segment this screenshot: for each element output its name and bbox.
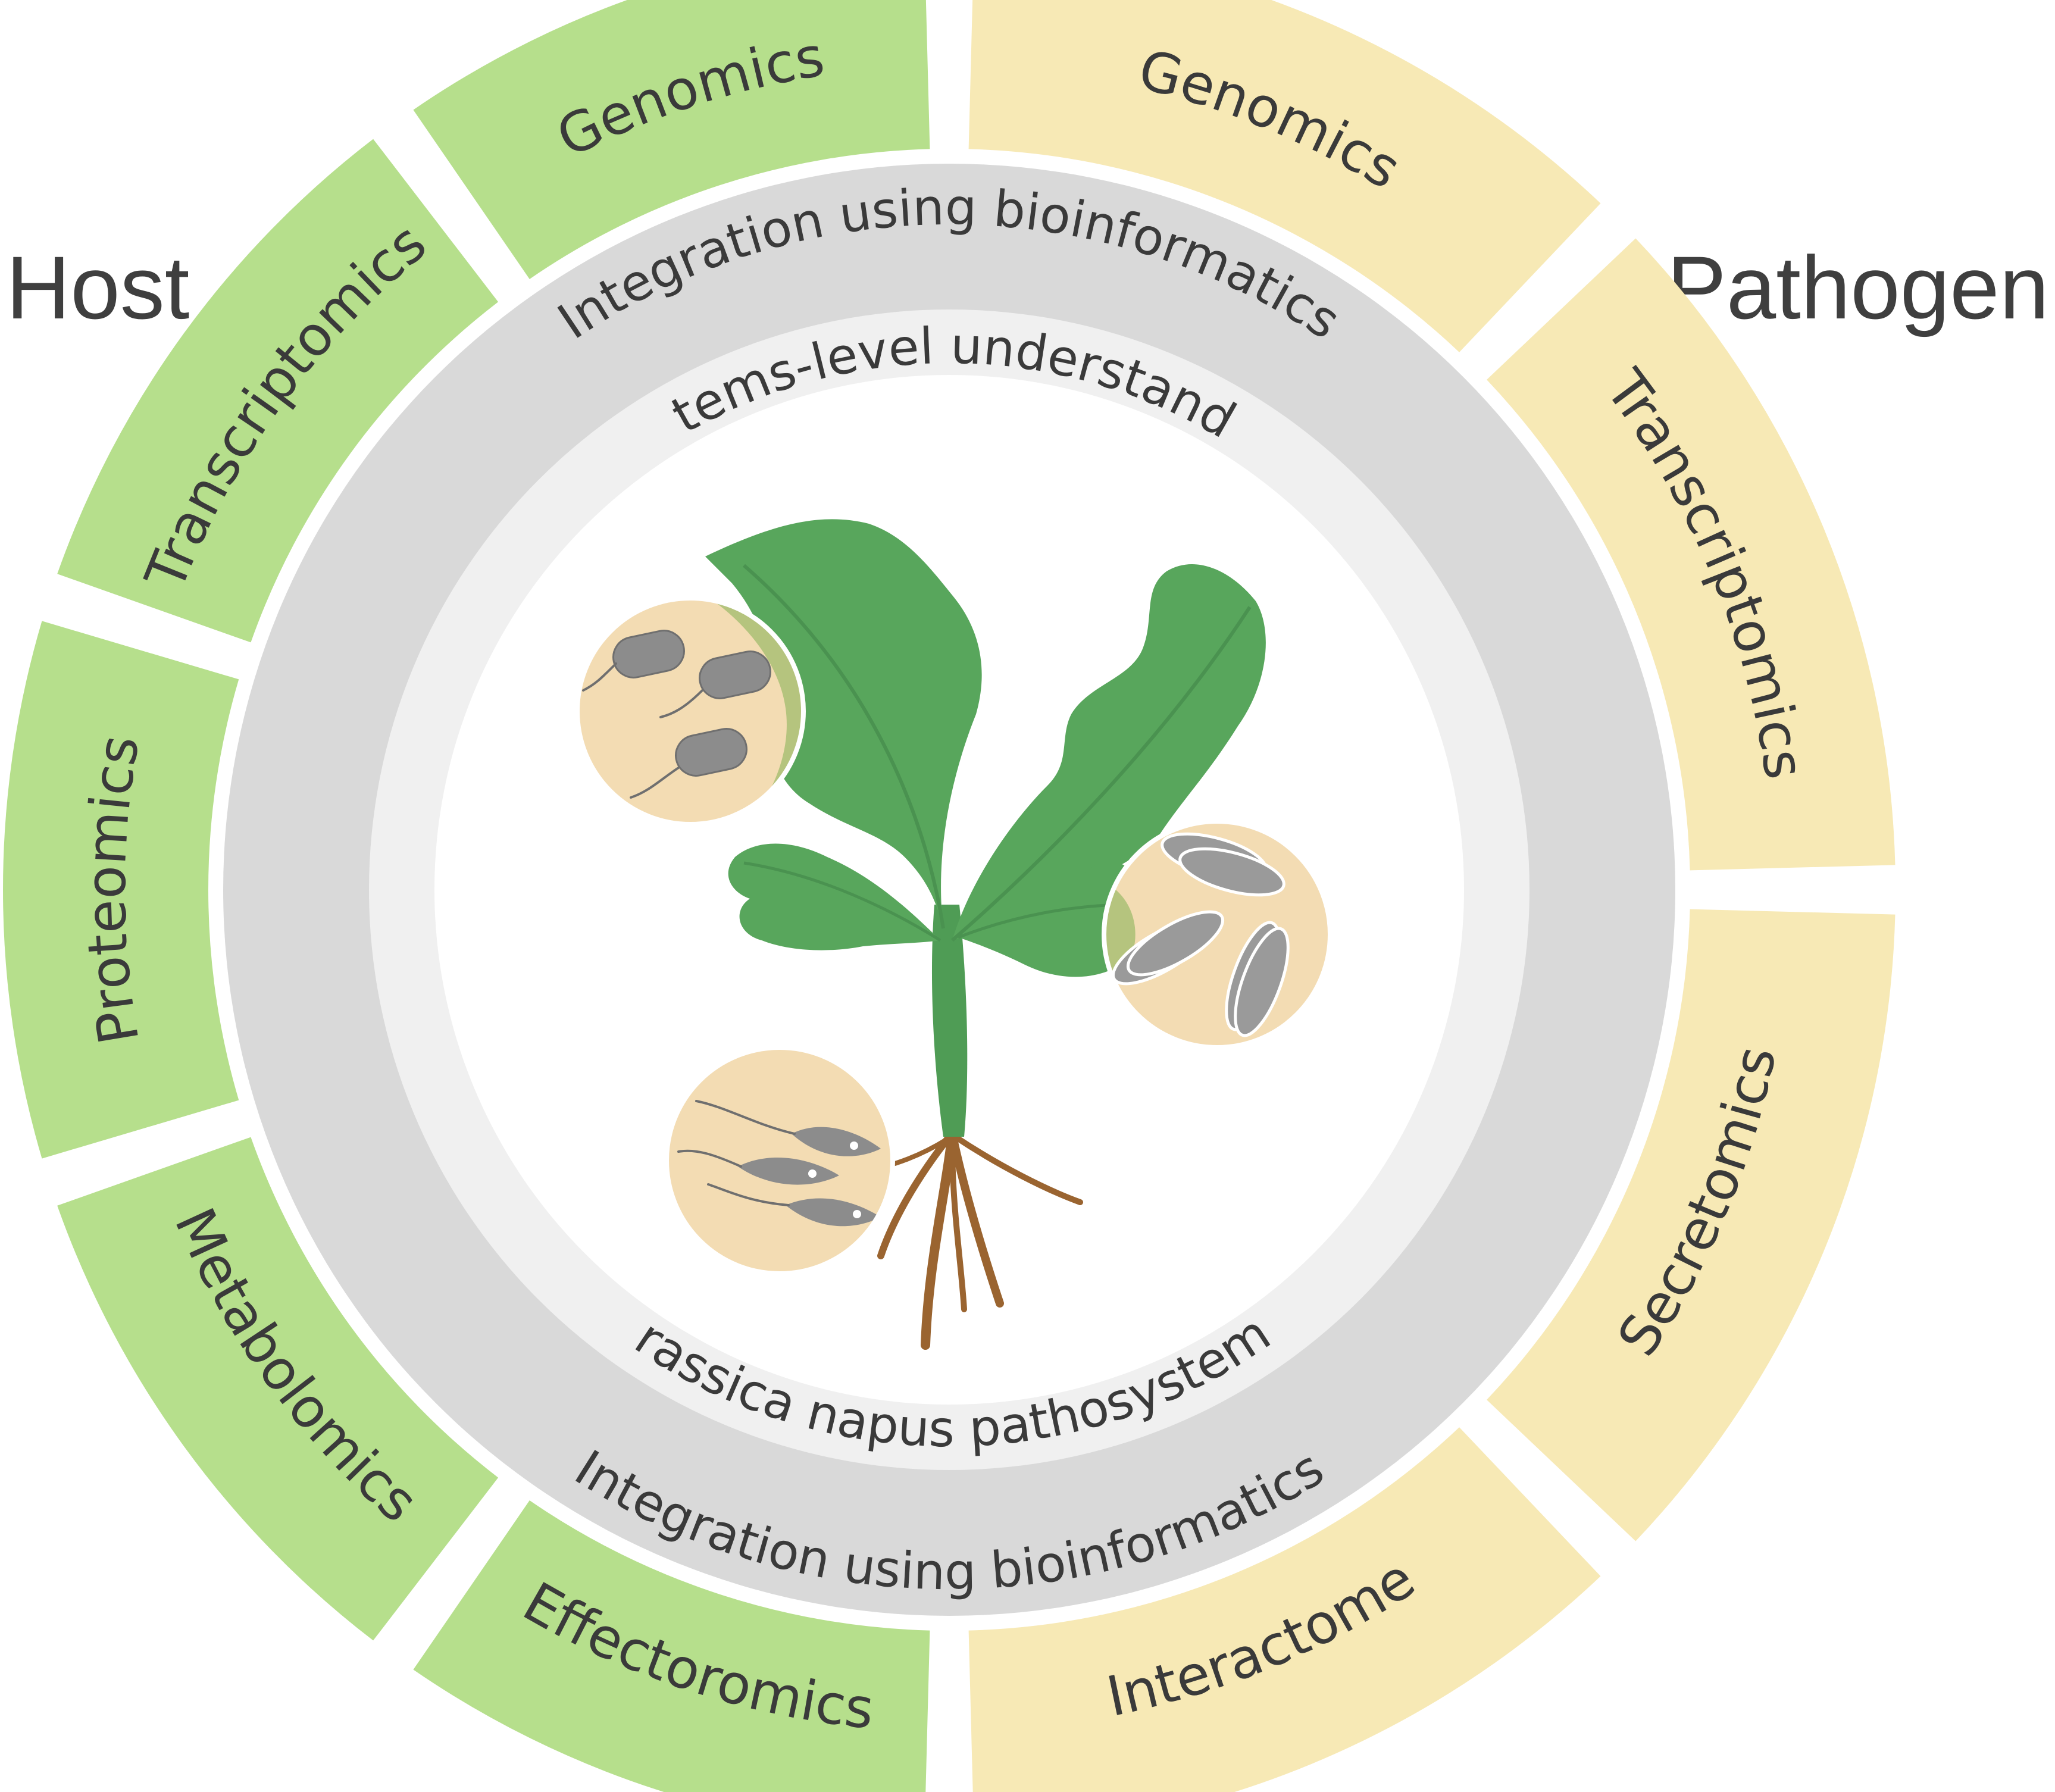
root-icon bbox=[867, 1129, 1083, 1350]
pathogen-segment-secretomics bbox=[1487, 909, 1896, 1541]
leaf-icon bbox=[705, 519, 982, 928]
pathogen-segment-interactome bbox=[968, 1427, 1601, 1792]
host-segment-transcriptomics bbox=[57, 139, 499, 643]
plant-icon bbox=[705, 519, 1266, 1350]
leaf-icon bbox=[952, 564, 1266, 940]
pathogen-label: Pathogen bbox=[1667, 237, 2049, 337]
leaf-icon bbox=[958, 862, 1150, 977]
spores-icon bbox=[1102, 819, 1333, 1050]
host-segment-effectoromics bbox=[413, 1500, 930, 1792]
pathogen-segment-transcriptomics bbox=[1487, 238, 1896, 871]
pathogen-segment-genomics bbox=[968, 0, 1601, 352]
pathogen-segments bbox=[968, 0, 1896, 1792]
fungus-icon bbox=[664, 1045, 895, 1276]
stem-icon bbox=[931, 905, 968, 1137]
host-label: Host bbox=[6, 237, 189, 337]
host-segment-proteomics bbox=[2, 621, 239, 1159]
host-segment-genomics bbox=[413, 0, 930, 279]
host-segment-metabolomics bbox=[57, 1137, 499, 1641]
host-segments bbox=[2, 0, 930, 1792]
